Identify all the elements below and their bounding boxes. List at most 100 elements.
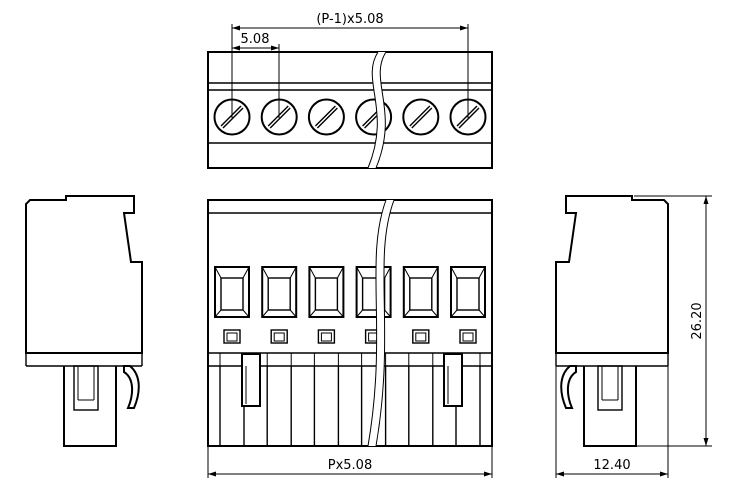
- dim-pitch-total-arrow-left: [232, 25, 240, 31]
- side-dimensions: 26.20 12.40: [555, 195, 712, 478]
- wire-entry-inner: [267, 277, 291, 311]
- screw-slot-edge: [220, 105, 242, 127]
- dim-overall-width-arrow-left: [208, 471, 216, 477]
- screw-slot-edge: [409, 105, 431, 127]
- dim-pitch-total-arrow-right: [460, 25, 468, 31]
- dim-overall-width-label: Px5.08: [328, 458, 372, 473]
- test-hole: [412, 329, 430, 344]
- window-bevel: [450, 309, 458, 318]
- window-bevel: [356, 309, 363, 318]
- screw-slot-edge: [458, 107, 480, 129]
- window-bevel: [289, 266, 297, 279]
- dim-height-arrow-bottom: [703, 438, 709, 446]
- wire-entry-window: [308, 266, 345, 318]
- window-bevel: [309, 309, 316, 318]
- window-bevel: [478, 266, 486, 279]
- latch-pin: [443, 353, 463, 407]
- dim-height-label: 26.20: [690, 302, 705, 339]
- window-bevel: [450, 266, 458, 279]
- front-view-break-line-right: [375, 199, 395, 447]
- right-side-view: [555, 195, 669, 447]
- test-hole-inner: [226, 332, 238, 342]
- top-view-break-line-right: [375, 51, 387, 169]
- wire-entry-window: [402, 266, 439, 318]
- screw-slot-edge: [316, 107, 338, 129]
- top-view-break-line-left: [367, 51, 379, 169]
- latch-pin: [241, 353, 261, 407]
- screw-slot-edge: [267, 105, 289, 127]
- window-bevel: [289, 309, 297, 318]
- dim-pitch-label: 5.08: [241, 32, 270, 47]
- left-side-latch: [123, 365, 140, 409]
- top-view-screws: [213, 98, 487, 136]
- right-side-pin-housing: [583, 366, 637, 447]
- dim-overall-width-arrow-right: [484, 471, 492, 477]
- dim-pitch-total-label: (P-1)x5.08: [316, 12, 383, 27]
- window-bevel: [384, 309, 391, 318]
- front-view-body: [207, 199, 493, 447]
- dim-pitch-arrow-right: [271, 45, 279, 51]
- right-side-body: [555, 195, 669, 354]
- dim-pitch-arrow-left: [232, 45, 240, 51]
- test-hole-inner: [415, 332, 427, 342]
- screw-head: [355, 98, 393, 136]
- window-bevel: [403, 266, 411, 279]
- front-view: [207, 199, 493, 447]
- right-side-latch: [560, 365, 577, 409]
- window-bevel: [403, 309, 411, 318]
- window-bevel: [336, 266, 344, 279]
- wire-entry-inner: [456, 277, 480, 311]
- window-bevel: [478, 309, 486, 318]
- screw-slot-edge: [456, 105, 478, 127]
- window-bevel: [214, 266, 222, 279]
- window-bevel: [356, 266, 364, 279]
- test-hole-inner: [273, 332, 285, 342]
- left-side-pin-housing: [63, 366, 117, 447]
- wire-entry-inner: [314, 277, 339, 311]
- screw-slot-edge: [269, 107, 291, 129]
- window-bevel: [431, 266, 439, 279]
- test-hole-inner: [320, 332, 332, 342]
- test-hole: [317, 329, 336, 344]
- left-side-body: [25, 195, 143, 354]
- bottom-dimension: Px5.08: [207, 446, 493, 478]
- left-side-view: [25, 195, 143, 447]
- dim-height-arrow-top: [703, 196, 709, 204]
- screw-slot-edge: [411, 107, 433, 129]
- wire-entry-inner: [409, 277, 433, 311]
- test-hole-inner: [462, 332, 474, 342]
- test-hole: [459, 329, 477, 344]
- left-side-pin: [73, 365, 99, 411]
- wire-entry-inner: [220, 277, 244, 311]
- wire-entry-window: [261, 266, 298, 318]
- wire-entry-window: [355, 266, 392, 318]
- window-bevel: [214, 309, 222, 318]
- window-bevel: [337, 309, 344, 318]
- test-hole: [223, 329, 241, 344]
- window-bevel: [261, 309, 269, 318]
- top-view-body: [207, 51, 493, 169]
- window-bevel: [308, 266, 316, 279]
- front-view-break-line-left: [367, 199, 387, 447]
- dim-depth-arrow-left: [556, 471, 564, 477]
- window-bevel: [384, 266, 392, 279]
- wire-entry-window: [214, 266, 250, 318]
- right-side-pin: [597, 365, 623, 411]
- test-hole: [270, 329, 288, 344]
- screw-slot-edge: [314, 105, 336, 127]
- front-view-break-mask: [368, 200, 394, 446]
- front-view-contacts: [214, 266, 486, 446]
- screw-head: [402, 98, 440, 136]
- window-bevel: [242, 266, 250, 279]
- top-view: [207, 51, 493, 169]
- top-dimensions: (P-1)x5.08 5.08: [231, 12, 469, 118]
- screw-head: [307, 98, 345, 136]
- window-bevel: [431, 309, 439, 318]
- screw-slot-edge: [222, 107, 244, 129]
- dim-depth-label: 12.40: [593, 458, 630, 473]
- window-bevel: [261, 266, 269, 279]
- wire-entry-window: [450, 266, 486, 318]
- window-bevel: [242, 309, 250, 318]
